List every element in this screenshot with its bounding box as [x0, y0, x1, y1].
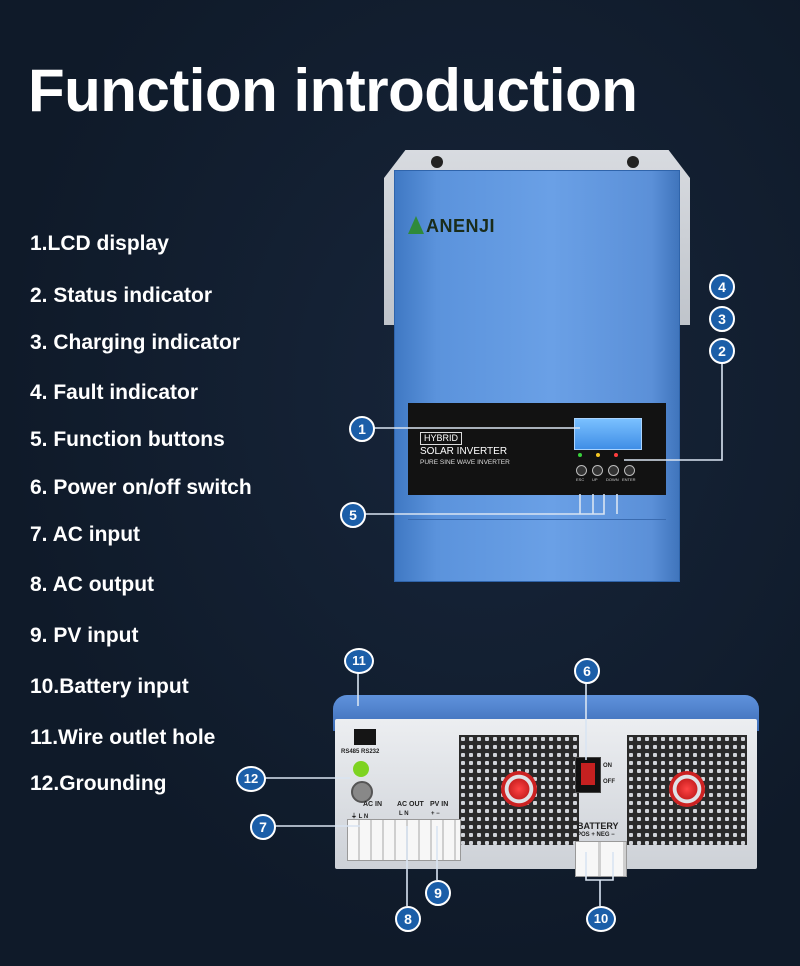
callout-badge-1: 1 — [349, 416, 375, 442]
mount-hole — [431, 156, 443, 168]
rs-port-label: RS485 RS232 — [341, 749, 380, 755]
callout-badge-3: 3 — [709, 306, 735, 332]
charging-led — [596, 453, 600, 457]
case-seam — [408, 519, 666, 520]
switch-off-label: OFF — [603, 779, 615, 785]
callout-badge-4: 4 — [709, 274, 735, 300]
bottom-panel: RS485 RS232 AC IN ⏚ L N AC OUT L N PV IN… — [335, 719, 757, 877]
pv-in-label: PV IN — [430, 801, 449, 808]
esc-label: ESC — [576, 477, 585, 482]
feature-wire-outlet-hole: 11.Wire outlet hole — [30, 726, 216, 749]
wire-outlet-hole — [354, 729, 376, 745]
pure-sine-label: PURE SINE WAVE INVERTER — [420, 459, 510, 466]
fan-grille-left — [459, 735, 579, 845]
callout-badge-7: 7 — [250, 814, 276, 840]
fan-icon — [501, 771, 537, 807]
callout-badge-10: 10 — [586, 906, 616, 932]
switch-on-label: ON — [603, 763, 612, 769]
lcd-display — [574, 418, 642, 450]
terminal-block — [347, 819, 461, 861]
down-label: DOWN — [606, 477, 619, 482]
feature-charging-indicator: 3. Charging indicator — [30, 331, 241, 354]
brand-name: ANENJI — [426, 216, 496, 236]
feature-grounding: 12.Grounding — [30, 772, 167, 795]
ac-in-terminals-label: ⏚ L N — [351, 814, 369, 820]
feature-function-buttons: 5. Function buttons — [30, 428, 225, 451]
battery-label: BATTERY — [577, 821, 619, 831]
status-led — [578, 453, 582, 457]
feature-pv-input: 9. PV input — [30, 624, 139, 647]
feature-fault-indicator: 4. Fault indicator — [30, 381, 199, 404]
callout-badge-11: 11 — [344, 648, 374, 674]
enter-button[interactable] — [624, 465, 635, 476]
ac-out-label: AC OUT — [397, 801, 424, 808]
ac-out-terminals-label: L N — [399, 811, 409, 817]
fan-icon — [669, 771, 705, 807]
callout-badge-12: 12 — [236, 766, 266, 792]
feature-ac-input: 7. AC input — [30, 523, 141, 546]
callout-badge-5: 5 — [340, 502, 366, 528]
fault-led — [614, 453, 618, 457]
pv-terminals-label: + − — [431, 811, 440, 817]
feature-battery-input: 10.Battery input — [30, 675, 189, 698]
callout-badge-8: 8 — [395, 906, 421, 932]
feature-status-indicator: 2. Status indicator — [30, 284, 213, 307]
fan-grille-right — [627, 735, 747, 845]
feature-power-switch: 6. Power on/off switch — [30, 476, 252, 499]
callout-badge-6: 6 — [574, 658, 600, 684]
feature-ac-output: 8. AC output — [30, 573, 155, 596]
switch-rocker — [581, 763, 595, 785]
hybrid-tag: HYBRID — [420, 432, 463, 445]
ac-in-label: AC IN — [363, 801, 383, 808]
brand-logo-icon — [408, 216, 424, 234]
mount-hole — [627, 156, 639, 168]
solar-inverter-label: SOLAR INVERTER — [420, 446, 508, 457]
battery-terminal — [575, 841, 627, 877]
callout-badge-9: 9 — [425, 880, 451, 906]
indicator-leds — [574, 453, 646, 457]
ground-sticker-icon — [353, 761, 369, 777]
inverter-body: ANENJI HYBRID SOLAR INVERTER PURE SINE W… — [394, 170, 680, 582]
battery-terminals-label: POS + NEG − — [577, 832, 615, 838]
enter-label: ENTER — [622, 477, 636, 482]
inverter-front-view: ANENJI HYBRID SOLAR INVERTER PURE SINE W… — [384, 150, 690, 582]
up-button[interactable] — [592, 465, 603, 476]
inverter-bottom-view: RS485 RS232 AC IN ⏚ L N AC OUT L N PV IN… — [333, 695, 759, 877]
up-label: UP — [592, 477, 598, 482]
power-switch[interactable] — [575, 757, 601, 793]
esc-button[interactable] — [576, 465, 587, 476]
down-button[interactable] — [608, 465, 619, 476]
callout-badge-2: 2 — [709, 338, 735, 364]
page-title: Function introduction — [28, 57, 638, 124]
feature-lcd-display: 1.LCD display — [30, 232, 169, 255]
control-panel: HYBRID SOLAR INVERTER PURE SINE WAVE INV… — [408, 403, 666, 495]
grounding-bolt — [351, 781, 373, 803]
